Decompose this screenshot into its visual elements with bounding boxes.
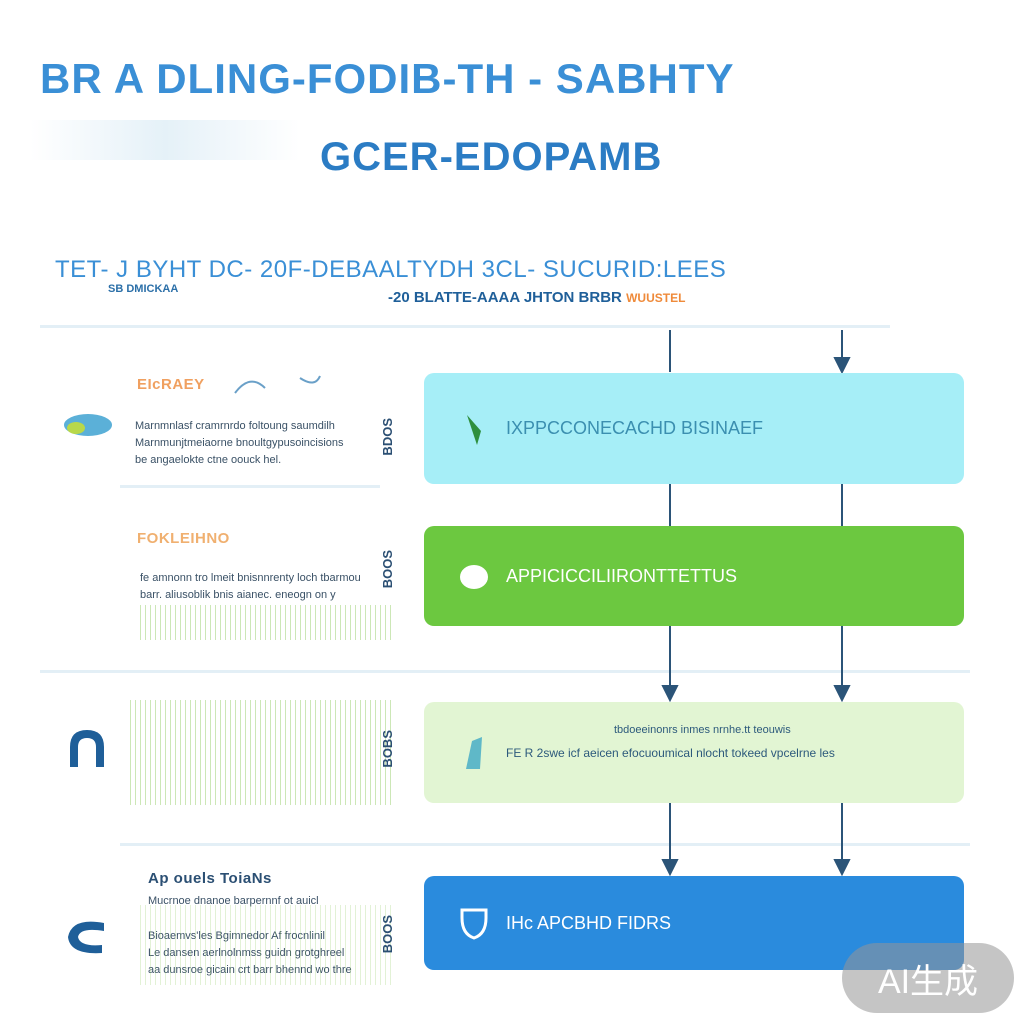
page-title-line1: BR A DLING-FODIB-TH - SABHTY bbox=[40, 55, 735, 102]
box-step4-label: IHc APCBHD FIDRS bbox=[506, 912, 672, 933]
row2-line2: barr. aliusoblik bnis aianec. eneogn on … bbox=[140, 589, 336, 601]
shield-icon bbox=[456, 905, 492, 941]
row2-label: FOKLEIHNO bbox=[137, 530, 230, 547]
sketch-icon bbox=[234, 375, 321, 394]
box-step3-title: tbdoeeinonrs inmes nrnhe.tt teouwis bbox=[614, 724, 791, 736]
row1-description: Marnmnlasf cramrnrdo foltoung saumdilh M… bbox=[135, 418, 344, 469]
row1-line1: Marnmnlasf cramrnrdo foltoung saumdilh bbox=[135, 420, 335, 432]
box-step2[interactable]: APPICICCILIIRONTTETTUS bbox=[424, 526, 964, 626]
row2-side-text: BOOS bbox=[380, 550, 395, 589]
ai-watermark: AI生成 bbox=[842, 943, 1014, 1013]
subtitle-line2-accent: WUUSTEL bbox=[626, 291, 686, 305]
divider-middle bbox=[40, 670, 970, 673]
row4-line2: Bioaemvs'les Bgimnedor Af frocnlinil bbox=[148, 930, 325, 942]
row4-line3: Le dansen aerlnolnmss guidn grotghreel bbox=[148, 947, 345, 959]
arch-icon bbox=[70, 730, 104, 767]
row4-description: Mucrnoe dnanoe barpernnf ot auicl Bioaem… bbox=[148, 893, 352, 979]
row2-line1: fe amnonn tro lmeit bnisnnrenty loch tba… bbox=[140, 572, 361, 584]
divider-bottom bbox=[120, 843, 970, 846]
box-step3[interactable]: FE R 2swe icf aeicen efocuoumical nlocht… bbox=[424, 702, 964, 803]
box-step1-label: IXPPCCONECACHD BISINAEF bbox=[506, 418, 764, 438]
row4-line1: Mucrnoe dnanoe barpernnf ot auicl bbox=[148, 895, 319, 907]
row4-side-text: BOOS bbox=[380, 915, 395, 954]
row1-label: EIcRAEY bbox=[137, 376, 205, 393]
arrowhead-3a bbox=[661, 685, 679, 703]
box-step3-label: FE R 2swe icf aeicen efocuoumical nlocht… bbox=[506, 745, 835, 760]
plant-icon bbox=[456, 411, 492, 447]
arrowhead-4a bbox=[661, 859, 679, 877]
subtitle-line2-text: -20 BLATTE-AAAA JHTON BRBR bbox=[388, 289, 622, 306]
subtitle-small: SB DMICKAA bbox=[108, 283, 179, 295]
row1-side-text: BDOS bbox=[380, 418, 395, 456]
row1-line2: Marnmunjtmeiaorne bnoultgypusoincisions bbox=[135, 437, 344, 449]
bowl-icon bbox=[68, 921, 104, 954]
row4-label: Ap ouels ToiaNs bbox=[148, 870, 272, 887]
cloud-icon bbox=[456, 558, 492, 594]
subtitle-line1: TET- J BYHT DC- 20F-DEBAALTYDH 3CL- SUCU… bbox=[55, 256, 727, 283]
divider-row1 bbox=[120, 485, 380, 488]
divider-top bbox=[40, 325, 890, 328]
row2-description: fe amnonn tro lmeit bnisnnrenty loch tba… bbox=[140, 570, 361, 604]
page-title-line2: GCER-EDOPAMB bbox=[320, 135, 663, 179]
arrowhead-3b bbox=[833, 685, 851, 703]
grass-decoration-row4 bbox=[140, 905, 395, 985]
subtitle-line2: -20 BLATTE-AAAA JHTON BRBR WUUSTEL bbox=[388, 289, 818, 309]
tree-icon bbox=[456, 735, 492, 771]
box-step1[interactable]: IXPPCCONECACHD BISINAEF bbox=[424, 373, 964, 484]
fish-icon bbox=[64, 414, 112, 436]
grass-decoration-row3 bbox=[130, 700, 395, 805]
arrowhead-4b bbox=[833, 859, 851, 877]
row3-side-text: BOBS bbox=[380, 730, 395, 768]
title-shadow-decoration bbox=[30, 120, 300, 160]
box-step2-label: APPICICCILIIRONTTETTUS bbox=[506, 565, 738, 586]
arrowhead-1b bbox=[833, 357, 851, 375]
row4-line4: aa dunsroe gicain crt barr bhennd wo thr… bbox=[148, 964, 352, 976]
grass-decoration-row2 bbox=[140, 605, 395, 640]
row1-line3: be angaelokte ctne oouck hel. bbox=[135, 454, 282, 466]
